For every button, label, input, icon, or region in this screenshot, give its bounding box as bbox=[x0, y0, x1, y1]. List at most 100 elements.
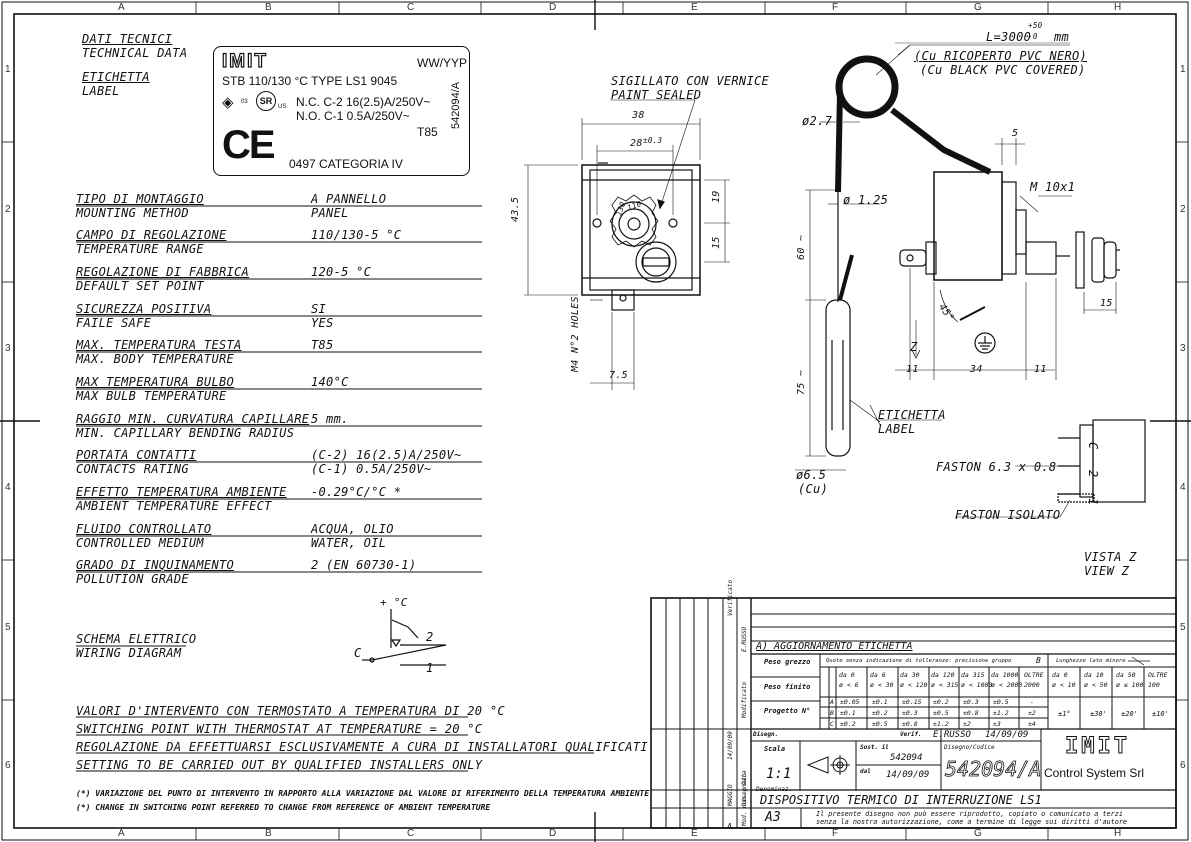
tb-lunghezze: Lunghezze lato minore bbox=[1056, 658, 1126, 664]
tb-mod-num: Mod. num. bbox=[741, 793, 748, 826]
grid-row-3-right: 3 bbox=[1180, 343, 1186, 354]
spec-value: (C-2) 16(2.5)A/250V~ bbox=[311, 448, 462, 462]
tol-cell: ±3 bbox=[993, 720, 1001, 728]
tb-verif-value: E.RUSSO bbox=[933, 730, 971, 740]
spec-label-en: CONTACTS RATING bbox=[76, 462, 189, 476]
dim-28: 28 bbox=[630, 138, 643, 149]
tol-cell: ±0.8 bbox=[963, 709, 979, 717]
capillary-cover-it: (Cu RICOPERTO PVC NERO) bbox=[914, 49, 1088, 63]
tol-group-a: A bbox=[830, 698, 834, 706]
label-no-line: N.O. C-1 0.5A/250V~ bbox=[296, 109, 410, 123]
tol-group-b: B bbox=[830, 709, 834, 717]
spec-label-it: SICUREZZA POSITIVA bbox=[76, 302, 212, 316]
grid-col-d-bottom: D bbox=[549, 828, 557, 839]
spec-label-it: CAMPO DI REGOLAZIONE bbox=[76, 228, 227, 242]
grid-row-5: 5 bbox=[5, 622, 11, 633]
tb-dal-value: 14/09/09 bbox=[886, 770, 930, 780]
view-z-title-it: VISTA Z bbox=[1084, 550, 1137, 564]
grid-row-6: 6 bbox=[5, 760, 11, 771]
grid-row-5-right: 5 bbox=[1180, 622, 1186, 633]
csa-mark-sub: US bbox=[278, 104, 287, 110]
side-label-it: ETICHETTA bbox=[878, 408, 946, 422]
dim-15-front: 15 bbox=[711, 236, 722, 249]
spec-label-en: FAILE SAFE bbox=[76, 316, 152, 330]
paint-sealed-en: PAINT SEALED bbox=[611, 88, 702, 102]
spec-value: A PANNELLO bbox=[311, 192, 387, 206]
dim-38: 38 bbox=[632, 110, 645, 121]
tb-format: A3 bbox=[765, 810, 781, 825]
spec-label-en: MOUNTING METHOD bbox=[76, 206, 189, 220]
tol-cell: ±0.3 bbox=[902, 709, 918, 717]
dim-cu: (Cu) bbox=[798, 482, 829, 496]
tol-head-3: da 120 ø < 315 bbox=[931, 671, 959, 689]
tb-verif: Verif. bbox=[900, 731, 922, 738]
label-brand-logo: IMIT bbox=[221, 50, 268, 72]
tol-cell: ±4 bbox=[1028, 720, 1036, 728]
dim-43-5: 43.5 bbox=[510, 196, 521, 222]
product-label: IMIT WW/YYP STB 110/130 °C TYPE LS1 9045… bbox=[213, 46, 470, 176]
spec-value: SI bbox=[311, 302, 327, 316]
tol-cell: ±0.2 bbox=[872, 709, 888, 717]
spec-label-en: CONTROLLED MEDIUM bbox=[76, 536, 204, 550]
grid-row-1-right: 1 bbox=[1180, 64, 1186, 75]
tb-verif-date: 14/09/09 bbox=[985, 730, 1029, 740]
spec-label-en: MAX BULB TEMPERATURE bbox=[76, 389, 227, 403]
wiring-title-en: WIRING DIAGRAM bbox=[76, 646, 182, 660]
grid-row-2-right: 2 bbox=[1180, 204, 1186, 215]
dim-11-a: 11 bbox=[906, 364, 919, 375]
spec-value: 110/130-5 °C bbox=[311, 228, 402, 242]
capillary-length: L=3000 bbox=[986, 30, 1032, 44]
ang-val: ±30' bbox=[1090, 710, 1107, 718]
pin-2-label: 2 bbox=[1086, 470, 1100, 478]
tb-codice: 542094/A bbox=[945, 757, 1042, 782]
dim-5: 5 bbox=[1012, 128, 1019, 139]
grid-col-a: A bbox=[118, 2, 125, 13]
grid-col-h-bottom: H bbox=[1114, 828, 1122, 839]
capillary-length-tol-up: +50 bbox=[1028, 21, 1043, 30]
tol-cell: ±0.2 bbox=[840, 720, 856, 728]
dim-15-side: 15 bbox=[1100, 298, 1113, 309]
grid-row-2: 2 bbox=[5, 204, 11, 215]
tb-mod-value: A bbox=[727, 822, 732, 831]
spec-value-2: WATER, OIL bbox=[311, 536, 387, 550]
tol-head-6: OLTRE 2000 bbox=[1024, 671, 1044, 689]
spec-value-2: PANEL bbox=[311, 206, 349, 220]
spec-label-it: PORTATA CONTATTI bbox=[76, 448, 197, 462]
tol-cell: - bbox=[1030, 698, 1034, 706]
grid-col-c-bottom: C bbox=[407, 828, 415, 839]
ang-val: ±10' bbox=[1152, 710, 1169, 718]
certification-mark-icon: ◈ bbox=[222, 94, 234, 111]
tb-quote: Quote senza indicazione di tolleranze: p… bbox=[826, 658, 1012, 664]
dim-d6-5: ø6.5 bbox=[796, 468, 827, 482]
note-installers-en: SETTING TO BE CARRIED OUT BY QUALIFIED I… bbox=[76, 758, 483, 772]
tol-head-4: da 315 ø < 1000 bbox=[961, 671, 993, 689]
grid-col-d: D bbox=[549, 2, 557, 13]
grid-col-b: B bbox=[265, 2, 272, 13]
spec-label-it: GRADO DI INQUINAMENTO bbox=[76, 558, 235, 572]
dim-7-5: 7.5 bbox=[609, 370, 628, 381]
grid-col-e: E bbox=[691, 2, 698, 13]
grid-row-6-right: 6 bbox=[1180, 760, 1186, 771]
wiring-title-it: SCHEMA ELETTRICO bbox=[76, 632, 197, 646]
view-z-title-en: VIEW Z bbox=[1084, 564, 1130, 578]
grid-col-g: G bbox=[974, 2, 982, 13]
grid-col-a-bottom: A bbox=[118, 828, 125, 839]
spec-label-en: AMBIENT TEMPERATURE EFFECT bbox=[76, 499, 272, 513]
spec-label-it: FLUIDO CONTROLLATO bbox=[76, 522, 212, 536]
grid-col-e-bottom: E bbox=[691, 828, 698, 839]
note-installers-it: REGOLAZIONE DA EFFETTUARSI ESCLUSIVAMENT… bbox=[76, 740, 648, 754]
tol-cell: ±2 bbox=[1028, 709, 1036, 717]
wiring-2-label: 2 bbox=[426, 630, 434, 644]
tb-disegnato-value: MAGGIO bbox=[727, 784, 734, 806]
spec-value: 5 mm. bbox=[311, 412, 349, 426]
spec-label-en: MAX. BODY TEMPERATURE bbox=[76, 352, 235, 366]
label-drawing-no: 542094/A bbox=[450, 81, 462, 129]
grid-col-h: H bbox=[1114, 2, 1122, 13]
dim-60: 60 ~ bbox=[796, 234, 807, 260]
spec-value: ACQUA, OLIO bbox=[311, 522, 394, 536]
tol-head-5: da 1000 ø < 2000 bbox=[991, 671, 1023, 689]
tb-title: DISPOSITIVO TERMICO DI INTERRUZIONE LS1 bbox=[760, 793, 1042, 807]
spec-label-it: RAGGIO MIN. CURVATURA CAPILLARE bbox=[76, 412, 310, 426]
wiring-c-label: C bbox=[354, 646, 362, 660]
